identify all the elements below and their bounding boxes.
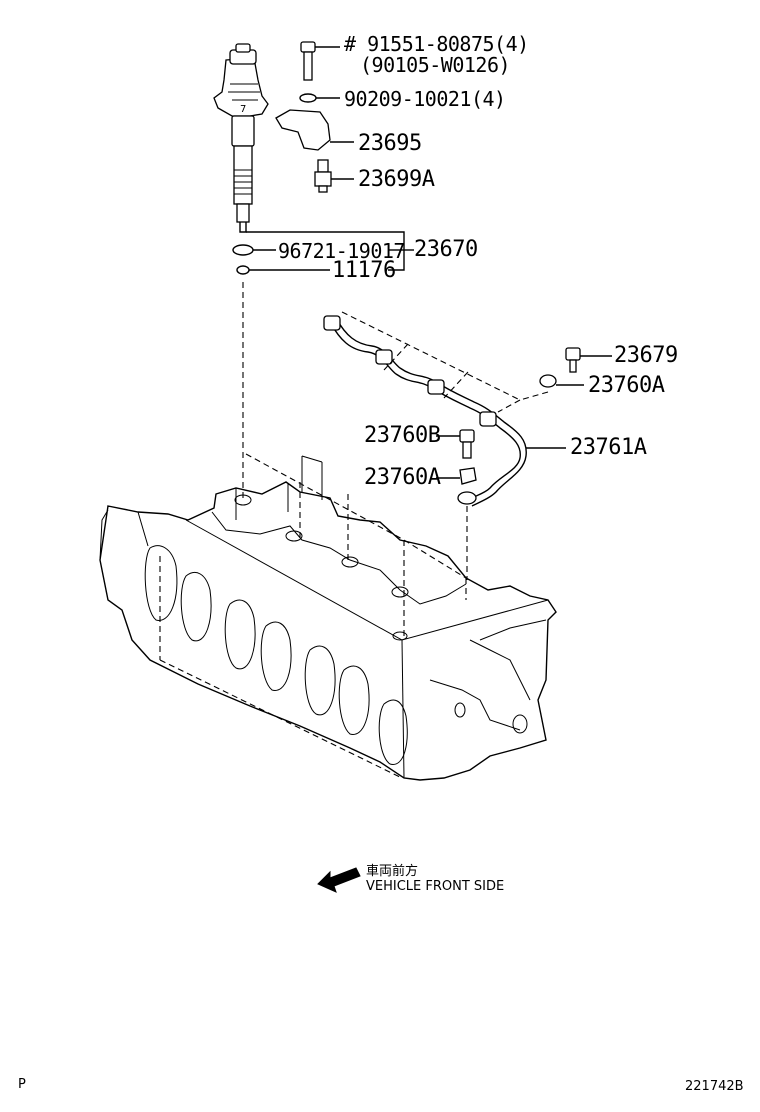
footer-left-mark: P xyxy=(18,1077,26,1092)
bolt-small xyxy=(565,347,612,373)
sensor xyxy=(314,159,354,193)
leader-injector xyxy=(246,231,405,271)
injector-clamp xyxy=(275,109,331,151)
washer xyxy=(299,93,317,103)
union-bottom xyxy=(459,467,477,485)
callout-clamp: 23695 xyxy=(358,131,422,156)
direction-label-ja: 車両前方 xyxy=(366,864,419,879)
direction-label-en: VEHICLE FRONT SIDE xyxy=(366,879,505,894)
svg-text:7: 7 xyxy=(240,104,246,115)
callout-gasket: 11176 xyxy=(332,258,396,283)
union-top xyxy=(539,374,557,388)
bolt-union xyxy=(436,429,475,459)
callout-bolt-union: 23760B xyxy=(364,423,441,448)
callout-bolt-alt: (90105-W0126) xyxy=(360,53,511,77)
bolt-top xyxy=(300,41,340,81)
figure-id: 221742B xyxy=(685,1079,744,1094)
callout-union-bottom: 23760A xyxy=(364,465,441,490)
callout-pipe: 23761A xyxy=(570,435,647,460)
callout-sensor: 23699A xyxy=(358,167,435,192)
o-ring xyxy=(232,244,254,256)
injector: 7 xyxy=(213,43,269,233)
callout-bolt-std: # 91551-80875(4) xyxy=(344,32,529,56)
gasket xyxy=(236,265,250,275)
front-arrow-icon xyxy=(317,867,361,893)
callout-bolt-small: 23679 xyxy=(614,343,678,368)
callout-injector-assy: 23670 xyxy=(414,237,478,262)
injection-pipe xyxy=(323,315,527,507)
callout-washer: 90209-10021(4) xyxy=(344,87,506,111)
callout-oring: 96721-19017 xyxy=(278,239,405,263)
cylinder-head xyxy=(99,453,557,781)
callout-union-top: 23760A xyxy=(588,373,665,398)
